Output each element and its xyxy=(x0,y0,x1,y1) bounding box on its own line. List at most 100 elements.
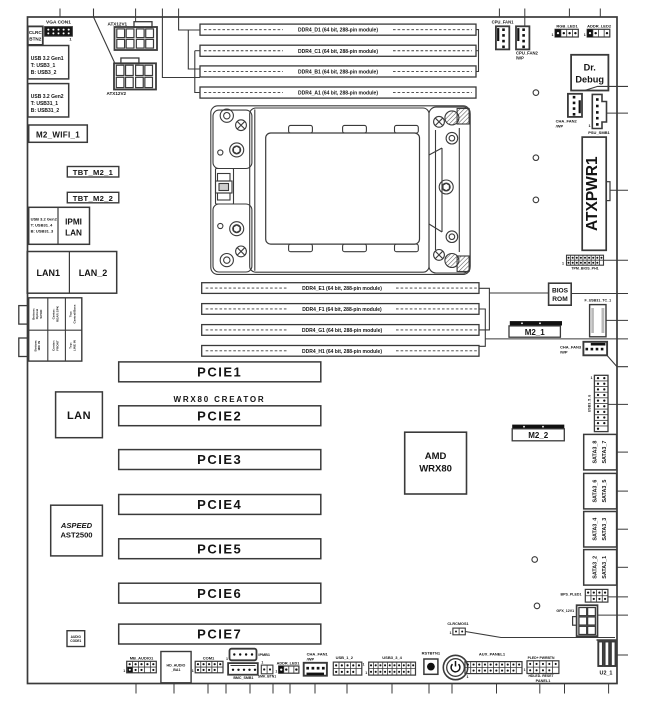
svg-text:SATA3_3: SATA3_3 xyxy=(602,518,608,541)
svg-text:LAN_2: LAN_2 xyxy=(79,268,108,278)
svg-text:Debug: Debug xyxy=(575,75,604,85)
svg-text:LINE IN: LINE IN xyxy=(73,339,77,351)
svg-text:CPU_FAN1: CPU_FAN1 xyxy=(492,20,515,25)
svg-text:1: 1 xyxy=(591,376,593,380)
svg-text:F_USB31_TC_1: F_USB31_TC_1 xyxy=(585,299,612,303)
svg-text:1: 1 xyxy=(450,631,452,635)
svg-text:CHA_FAN2: CHA_FAN2 xyxy=(556,118,578,123)
svg-text:IPMI: IPMI xyxy=(65,218,82,227)
svg-text:RSTBTN1: RSTBTN1 xyxy=(422,651,441,656)
svg-text:1: 1 xyxy=(584,33,586,37)
svg-text:B: USB31_2: B: USB31_2 xyxy=(31,108,60,114)
svg-text:/WP: /WP xyxy=(307,656,315,661)
svg-text:_BA1: _BA1 xyxy=(170,668,180,672)
svg-text:BTN2: BTN2 xyxy=(29,37,41,42)
svg-text:Dr.: Dr. xyxy=(584,63,596,73)
svg-text:SATA3_8: SATA3_8 xyxy=(593,441,599,464)
svg-text:PLED+ PWRBTN: PLED+ PWRBTN xyxy=(528,656,555,660)
svg-text:CLRCMOS1: CLRCMOS1 xyxy=(447,622,468,626)
svg-text:VGA CON1: VGA CON1 xyxy=(46,20,71,26)
svg-text:ASPEED: ASPEED xyxy=(60,521,93,530)
svg-text:DDR4_G1 (64 bit, 288-pin modul: DDR4_G1 (64 bit, 288-pin module) xyxy=(302,328,383,334)
svg-text:1: 1 xyxy=(123,669,125,673)
svg-text:Optical: Optical xyxy=(35,309,39,320)
svg-text:1: 1 xyxy=(524,668,526,672)
svg-text:USB3_3_4: USB3_3_4 xyxy=(382,655,402,660)
svg-text:ADDR_LED1: ADDR_LED1 xyxy=(277,661,300,665)
svg-text:Center:: Center: xyxy=(52,309,56,320)
svg-text:LAN1: LAN1 xyxy=(37,268,61,278)
svg-text:PCIE7: PCIE7 xyxy=(197,627,242,642)
svg-text:U2_1: U2_1 xyxy=(600,671,613,677)
svg-text:CHA_FAN3: CHA_FAN3 xyxy=(560,345,582,350)
svg-text:COM1: COM1 xyxy=(203,655,215,660)
svg-text:RGB_LED1: RGB_LED1 xyxy=(556,24,578,29)
svg-text:M2_1: M2_1 xyxy=(525,328,546,337)
svg-text:DDR4_D1 (64 bit, 288-pin modul: DDR4_D1 (64 bit, 288-pin module) xyxy=(298,28,378,34)
svg-text:1: 1 xyxy=(363,663,365,667)
svg-text:USB3_5_6: USB3_5_6 xyxy=(588,395,592,413)
svg-text:ADDR_LED2: ADDR_LED2 xyxy=(587,24,612,29)
svg-text:PCIE2: PCIE2 xyxy=(197,408,242,423)
svg-text:1: 1 xyxy=(365,671,367,675)
svg-text:HDLED- RESET: HDLED- RESET xyxy=(528,674,554,678)
svg-text:WRX80 CREATOR: WRX80 CREATOR xyxy=(173,395,265,404)
svg-text:TBT_M2_1: TBT_M2_1 xyxy=(73,168,114,177)
svg-text:GFX_12V1: GFX_12V1 xyxy=(556,609,574,613)
svg-text:PSU_SMB1: PSU_SMB1 xyxy=(588,130,610,135)
svg-text:SMK_BTN1: SMK_BTN1 xyxy=(258,674,276,678)
svg-text:PANEL1: PANEL1 xyxy=(536,679,551,683)
svg-text:PCIE1: PCIE1 xyxy=(197,365,242,380)
svg-text:CLRC: CLRC xyxy=(29,30,42,35)
svg-text:/WP: /WP xyxy=(516,55,524,60)
svg-text:1: 1 xyxy=(69,37,72,42)
svg-text:IPMB1: IPMB1 xyxy=(258,653,270,657)
svg-text:SPDIF: SPDIF xyxy=(39,309,43,318)
svg-text:SATA3_1: SATA3_1 xyxy=(602,556,608,579)
svg-text:CHA_FAN1: CHA_FAN1 xyxy=(307,651,329,656)
svg-text:MIC IN: MIC IN xyxy=(37,340,41,350)
svg-text:M2_2: M2_2 xyxy=(528,431,549,440)
svg-text:Top:: Top: xyxy=(69,342,73,348)
svg-text:T: USB3_1: T: USB3_1 xyxy=(31,63,56,69)
svg-text:DDR4_B1 (64 bit, 288-pin modul: DDR4_B1 (64 bit, 288-pin module) xyxy=(298,70,378,76)
svg-text:PCIE5: PCIE5 xyxy=(197,541,242,556)
svg-text:1: 1 xyxy=(589,124,591,128)
svg-text:AMD: AMD xyxy=(425,451,447,462)
svg-text:DDR4_F1 (64 bit, 288-pin modul: DDR4_F1 (64 bit, 288-pin module) xyxy=(302,307,382,313)
svg-text:T: USB31_1: T: USB31_1 xyxy=(31,101,58,107)
svg-text:AUDIO: AUDIO xyxy=(71,635,82,639)
svg-text:1: 1 xyxy=(275,669,277,673)
svg-text:B: USB3_2: B: USB3_2 xyxy=(31,70,57,76)
svg-text:Center:: Center: xyxy=(52,340,56,351)
svg-text:Bottom:: Bottom: xyxy=(33,340,37,352)
svg-text:BMC_SMB1: BMC_SMB1 xyxy=(233,676,253,680)
svg-text:ROM: ROM xyxy=(552,296,568,303)
svg-text:DDR4_E1 (64 bit, 288-pin modul: DDR4_E1 (64 bit, 288-pin module) xyxy=(302,286,382,292)
svg-text:REAR SPK: REAR SPK xyxy=(56,305,60,322)
svg-text:1: 1 xyxy=(192,669,194,673)
svg-text:ATX12V2: ATX12V2 xyxy=(107,91,127,96)
svg-text:PCIE3: PCIE3 xyxy=(197,452,242,467)
svg-text:SATA3_7: SATA3_7 xyxy=(602,441,608,464)
svg-text:DDR4_C1 (64 bit, 288-pin modul: DDR4_C1 (64 bit, 288-pin module) xyxy=(298,49,378,55)
svg-text:USB_1_2: USB_1_2 xyxy=(336,655,354,660)
svg-text:USB 3.2 Gen2: USB 3.2 Gen2 xyxy=(31,217,58,222)
svg-text:T: USB31_4: T: USB31_4 xyxy=(31,223,54,228)
svg-text:Bottom:: Bottom: xyxy=(31,308,35,320)
svg-text:Top:: Top: xyxy=(69,311,73,317)
svg-text:/WP: /WP xyxy=(560,350,568,355)
svg-text:/WP: /WP xyxy=(556,123,564,128)
svg-text:USB 3.2 Gen1: USB 3.2 Gen1 xyxy=(31,56,64,62)
svg-text:SATA3_2: SATA3_2 xyxy=(593,556,599,579)
svg-text:1: 1 xyxy=(226,657,228,661)
svg-text:BPS_PLED1: BPS_PLED1 xyxy=(561,592,582,596)
svg-text:AUX_PANEL1: AUX_PANEL1 xyxy=(479,651,506,656)
svg-text:HD_AUDIO: HD_AUDIO xyxy=(167,663,186,667)
svg-text:SATA3_6: SATA3_6 xyxy=(593,480,599,503)
svg-text:PCIE6: PCIE6 xyxy=(197,586,242,601)
svg-text:BIOS: BIOS xyxy=(552,288,569,295)
svg-text:Central/Bass: Central/Bass xyxy=(73,304,77,323)
svg-text:MB_AUDIO1: MB_AUDIO1 xyxy=(130,655,154,660)
svg-text:WRX80: WRX80 xyxy=(419,464,452,475)
